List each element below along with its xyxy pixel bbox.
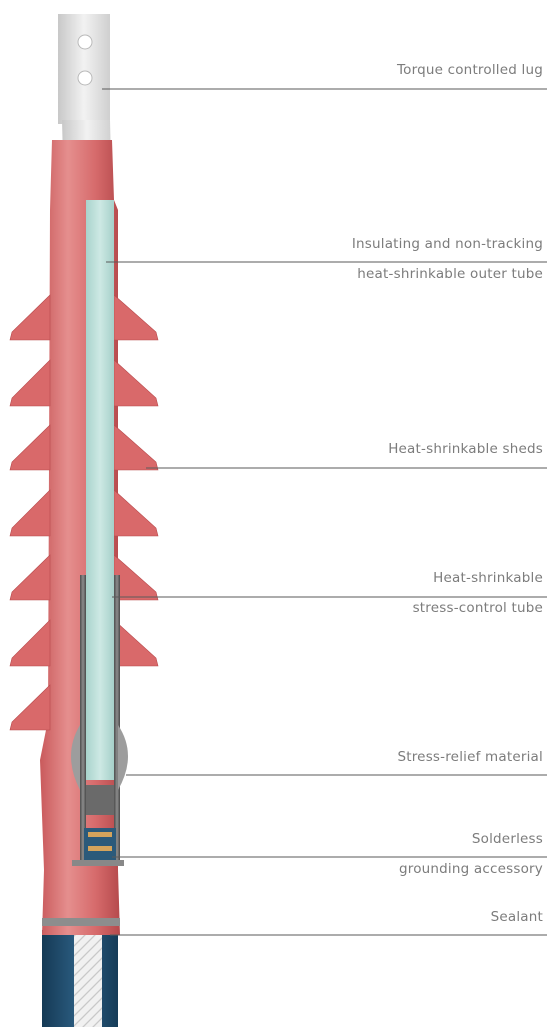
label-stress-control-line2: stress-control tube (413, 600, 543, 616)
label-torque-controlled-lug: Torque controlled lug (397, 62, 543, 78)
label-grounding-line2: grounding accessory (399, 861, 543, 877)
label-stress-control-line1: Heat-shrinkable (433, 570, 543, 586)
leader-lines (102, 89, 547, 935)
label-heat-shrinkable-sheds: Heat-shrinkable sheds (388, 441, 543, 457)
insulation-cutaway-icon (86, 200, 114, 780)
label-sealant: Sealant (491, 909, 543, 925)
label-outer-tube-line1: Insulating and non-tracking (352, 236, 543, 252)
label-stress-relief-material: Stress-relief material (397, 749, 543, 765)
label-grounding-line1: Solderless (472, 831, 543, 847)
label-outer-tube-line2: heat-shrinkable outer tube (357, 266, 543, 282)
